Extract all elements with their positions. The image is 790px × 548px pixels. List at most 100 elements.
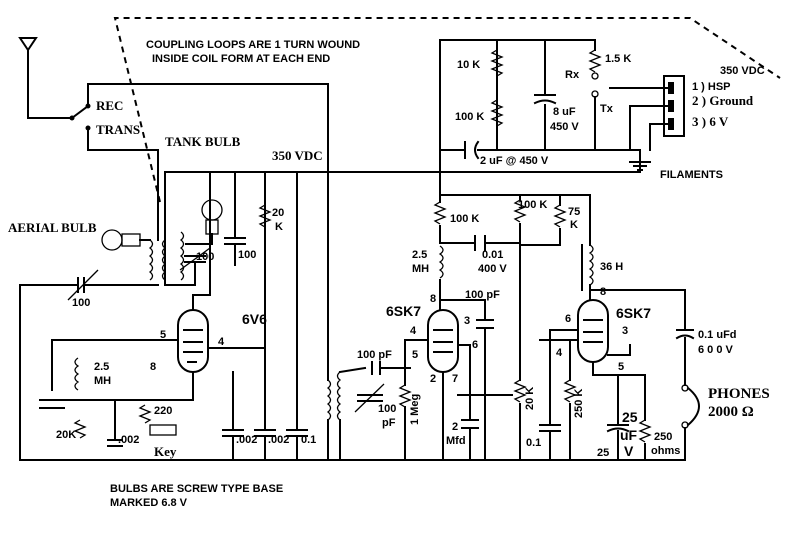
pin-v3-6: 6 <box>565 313 571 325</box>
pin-v2-3: 3 <box>464 315 470 327</box>
pin-v2-7: 7 <box>452 373 458 385</box>
label-2mfd-b: Mfd <box>446 435 466 447</box>
label-1-5k: 1.5 K <box>605 53 631 65</box>
label-01ufd-v: 6 0 0 V <box>698 344 734 356</box>
capacitor-100-right <box>224 171 246 266</box>
resistor-1-5k <box>588 39 602 151</box>
capacitor-2mfd <box>461 419 479 461</box>
label-aerial-bulb: AERIAL BULB <box>8 220 97 235</box>
label-20k-pot: 20 K <box>524 387 536 410</box>
label-100k-top: 100 K <box>455 111 484 123</box>
label-002-a: .002 <box>118 434 139 446</box>
label-002-c: .002 <box>268 434 289 446</box>
label-20k-left: 20K <box>56 429 76 441</box>
label-filaments: FILAMENTS <box>660 169 723 181</box>
pin-v2-5: 5 <box>412 349 418 361</box>
label-25mh-a: 2.5 <box>412 249 427 261</box>
resistor-10k <box>490 49 504 77</box>
label-100pf-b: 100 pF <box>357 349 392 361</box>
tank-bulb <box>185 199 223 245</box>
resistor-1meg <box>398 367 412 461</box>
label-25uf-d: 25 <box>597 447 609 459</box>
label-25mh-left-a: 2.5 <box>94 361 109 373</box>
capacitor-2uf <box>464 140 480 160</box>
hv-bus <box>164 149 641 173</box>
label-100pf-var-b: pF <box>382 417 396 429</box>
pin-v2-6: 6 <box>472 339 478 351</box>
label-tube-6sk7-b: 6SK7 <box>616 305 651 321</box>
label-350vdc-left: 350 VDC <box>272 148 323 163</box>
resistor-100k-top <box>490 99 504 127</box>
label-8uf-v: 450 V <box>550 121 579 133</box>
label-350vdc-right: 350 VDC <box>720 65 765 77</box>
label-tube-6sk7-a: 6SK7 <box>386 303 421 319</box>
pin-v3-3: 3 <box>622 325 628 337</box>
pin-v1-8: 8 <box>150 361 156 373</box>
label-75k-b: K <box>570 219 578 231</box>
capacitor-8uf <box>533 94 557 105</box>
resistor-100k-plate2 <box>513 199 527 244</box>
label-20k-top-b: K <box>275 221 283 233</box>
label-100-var: 100 <box>196 251 214 263</box>
tube-6v6 <box>177 309 209 373</box>
label-tank-bulb: TANK BULB <box>165 134 241 149</box>
antenna-symbol <box>18 37 71 119</box>
label-250: 250 <box>654 431 672 443</box>
label-25uf-c: V <box>624 443 634 459</box>
label-250k: 250 K <box>573 389 585 418</box>
capacitor-25uf <box>592 361 646 461</box>
resistor-75k <box>519 194 567 246</box>
pin-v2-8: 8 <box>430 293 436 305</box>
label-01ufd: 0.1 uFd <box>698 329 737 341</box>
label-250-unit: ohms <box>651 445 680 457</box>
pin-v3-4: 4 <box>556 347 563 359</box>
label-tx: Tx <box>600 103 614 115</box>
tank-variable-cap <box>164 247 211 286</box>
bypass-caps-bottom <box>222 171 308 461</box>
variable-cap-100-left <box>19 269 159 461</box>
pin-v1-5: 5 <box>160 329 166 341</box>
tank-coil <box>148 231 185 281</box>
label-10k: 10 K <box>457 59 480 71</box>
note-bulbs-1: BULBS ARE SCREW TYPE BASE <box>110 483 283 495</box>
label-75k-a: 75 <box>568 206 580 218</box>
ground-symbol <box>629 149 651 171</box>
pin-v3-8: 8 <box>600 286 606 298</box>
resistor-20k-top <box>258 204 272 228</box>
label-100pf-var-a: 100 <box>378 403 396 415</box>
cathode-network <box>39 357 177 447</box>
capacitor-100pf-a <box>476 319 494 461</box>
label-100-left: 100 <box>72 297 90 309</box>
rec-trans-switch <box>69 83 329 241</box>
label-100k-a: 100 K <box>450 213 479 225</box>
label-001-v: 400 V <box>478 263 507 275</box>
label-pin3: 3 ) 6 V <box>692 114 729 129</box>
coupling-loop-line <box>113 17 781 203</box>
label-pin1: 1 ) HSP <box>692 81 731 93</box>
label-1meg: 1 Meg <box>409 394 421 425</box>
note-coupling-1: COUPLING LOOPS ARE 1 TURN WOUND <box>146 39 360 51</box>
pot-20k <box>499 244 527 461</box>
pin-v1-4: 4 <box>218 336 225 348</box>
label-100k-b: 100 K <box>518 199 547 211</box>
label-25mh-b: MH <box>412 263 429 275</box>
label-tube-6v6: 6V6 <box>242 311 267 327</box>
tube-6sk7-second <box>577 299 609 363</box>
label-key: Key <box>154 444 177 459</box>
pin-v3-5: 5 <box>618 361 624 373</box>
pin-v2-2: 2 <box>430 373 436 385</box>
label-phones-a: PHONES <box>708 386 770 402</box>
label-25uf-b: uF <box>620 427 638 443</box>
choke-36h <box>581 244 594 291</box>
label-8uf: 8 uF <box>553 106 576 118</box>
note-bulbs-2: MARKED 6.8 V <box>110 497 188 509</box>
label-rec: REC <box>96 98 123 113</box>
label-2uf: 2 uF @ 450 V <box>480 155 549 167</box>
label-20k-top-a: 20 <box>272 207 284 219</box>
label-25mh-left-b: MH <box>94 375 111 387</box>
pin-v2-4: 4 <box>410 325 417 337</box>
tuning-coil <box>326 171 367 461</box>
var-cap-100pf <box>354 383 385 413</box>
